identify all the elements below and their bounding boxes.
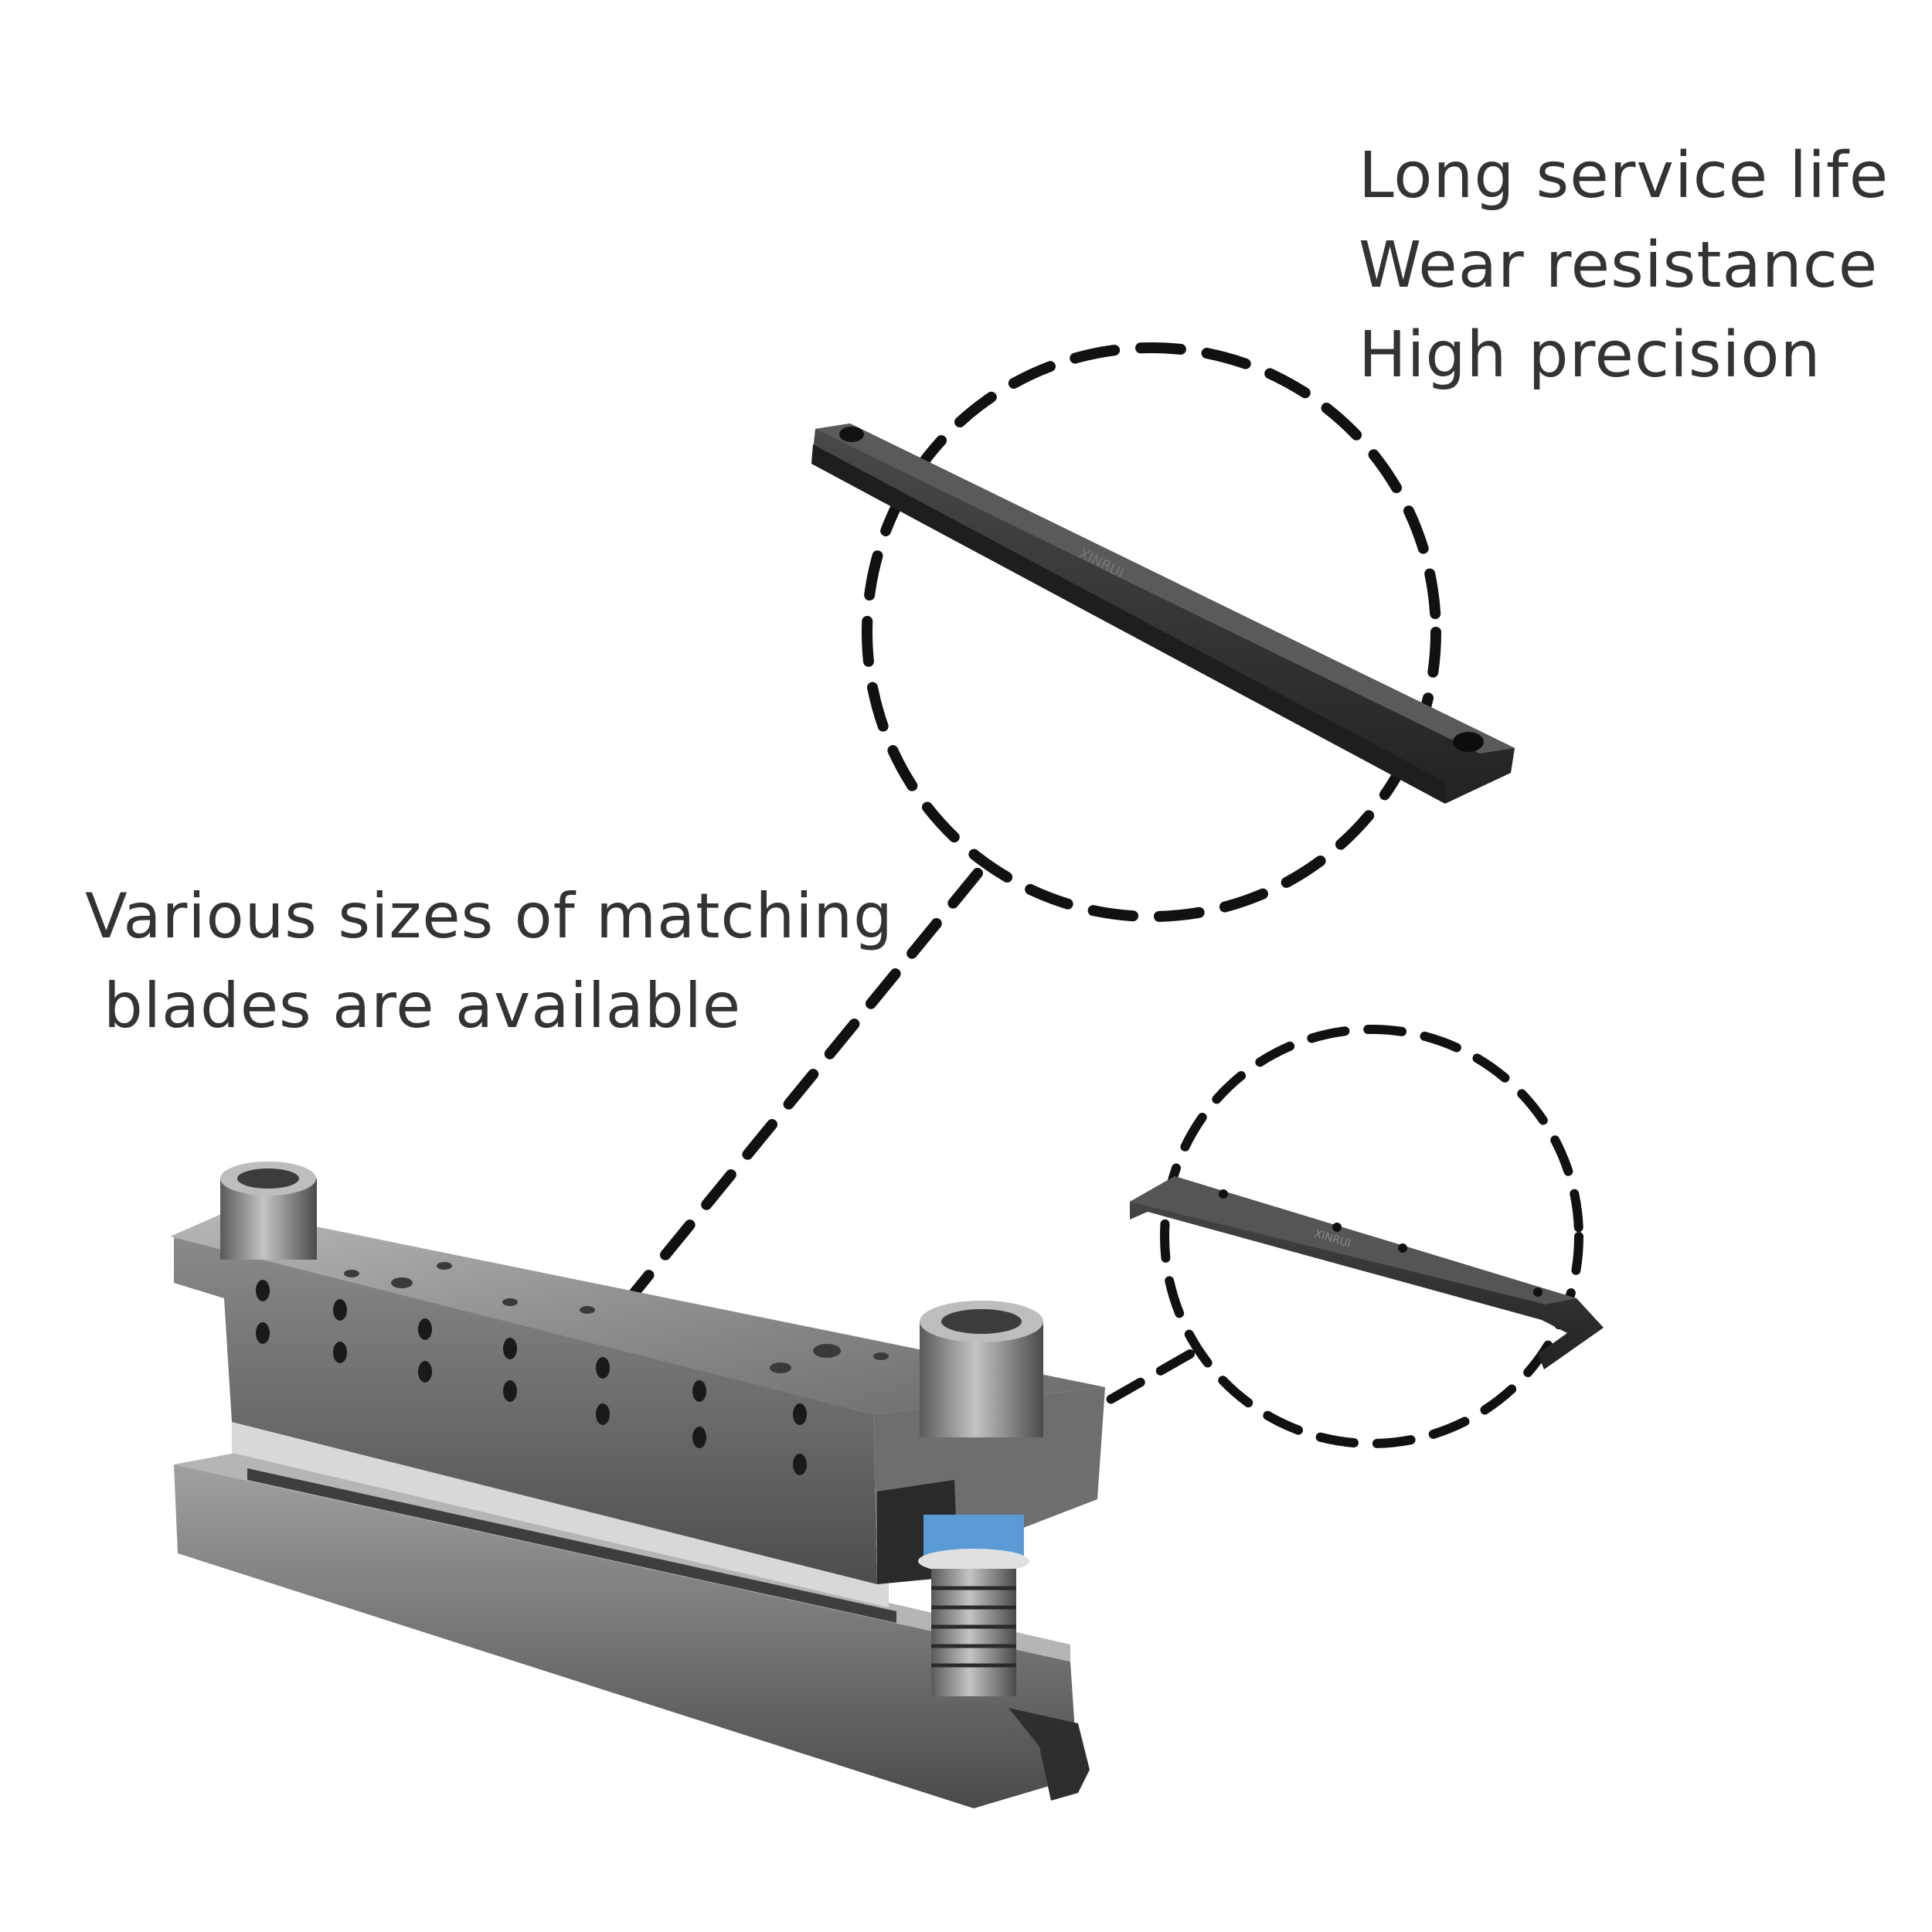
lower-blade: XINRUI (1130, 1176, 1604, 1369)
sizes-note: Various sizes of matching blades are ava… (85, 872, 893, 1051)
upper-dashed-circle (862, 342, 1441, 922)
feature-wear-resistance: Wear resistance (1359, 229, 1879, 302)
die-screw-holes (256, 1280, 807, 1475)
die-base (174, 1464, 1078, 1808)
feature-high-precision: High precision (1359, 318, 1821, 392)
feature-list: Long service life Wear resistance High p… (1359, 131, 1889, 400)
die-upper-block (174, 1236, 877, 1584)
feature-service-life: Long service life (1359, 139, 1889, 213)
sizes-note-line1: Various sizes of matching (85, 880, 893, 952)
lower-dashed-circle (1160, 1025, 1583, 1448)
cutting-die-assembly (170, 1162, 1105, 1808)
upper-blade: XINRUI (811, 423, 1515, 804)
sizes-note-line2: blades are available (104, 970, 742, 1042)
